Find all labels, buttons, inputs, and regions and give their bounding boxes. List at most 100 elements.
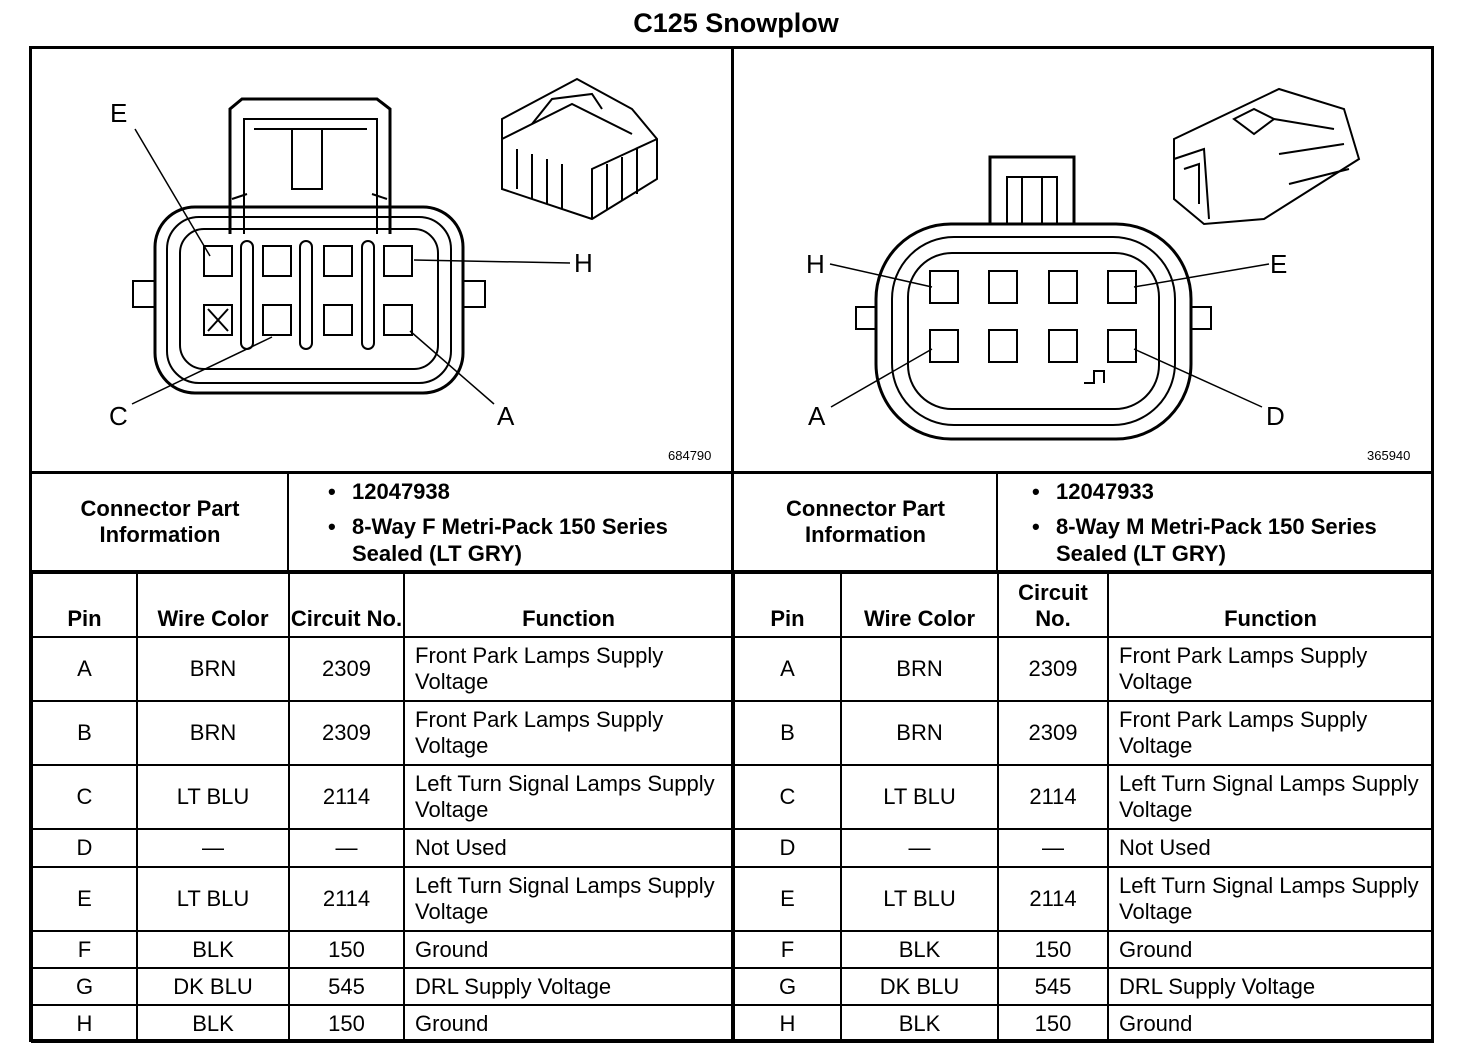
pin-cell: A bbox=[733, 636, 842, 702]
pin-cell: H bbox=[31, 1004, 138, 1043]
wire-cell: — bbox=[840, 828, 999, 868]
part-number-item: •12047938 bbox=[328, 479, 450, 504]
wire-cell: BRN bbox=[136, 700, 290, 766]
function-cell: Left Turn Signal Lamps Supply Voltage bbox=[403, 764, 734, 830]
description-item: •8-Way M Metri-Pack 150 Series Sealed (L… bbox=[1032, 513, 1427, 567]
callout-h: H bbox=[806, 249, 825, 279]
function-cell: Ground bbox=[1107, 1004, 1434, 1043]
connector-info-values: •12047933 •8-Way M Metri-Pack 150 Series… bbox=[1032, 478, 1427, 567]
function-cell: Left Turn Signal Lamps Supply Voltage bbox=[1107, 764, 1434, 830]
function-header: Function bbox=[1107, 572, 1434, 638]
table-header-row: Pin Wire Color Circuit No. Function bbox=[31, 572, 734, 638]
circuit-cell: 545 bbox=[288, 967, 405, 1006]
callout-a: A bbox=[808, 401, 826, 431]
pin-header: Pin bbox=[733, 572, 842, 638]
callout-a: A bbox=[497, 401, 515, 431]
callout-e: E bbox=[1270, 249, 1288, 279]
wire-cell: LT BLU bbox=[136, 764, 290, 830]
wire-cell: DK BLU bbox=[840, 967, 999, 1006]
left-connector-diagram bbox=[131, 77, 658, 405]
wire-cell: BLK bbox=[136, 930, 290, 969]
function-cell: Ground bbox=[1107, 930, 1434, 969]
circuit-cell: 2309 bbox=[997, 700, 1109, 766]
pin-cell: C bbox=[733, 764, 842, 830]
pin-cell: B bbox=[733, 700, 842, 766]
wire-cell: LT BLU bbox=[840, 866, 999, 932]
wire-cell: LT BLU bbox=[136, 866, 290, 932]
function-cell: Front Park Lamps Supply Voltage bbox=[403, 636, 734, 702]
part-number-item: •12047933 bbox=[1032, 479, 1154, 504]
circuit-cell: — bbox=[288, 828, 405, 868]
table-row: D——Not Used bbox=[31, 828, 734, 868]
center-divider bbox=[731, 49, 734, 1039]
connector-description: 8-Way M Metri-Pack 150 Series Sealed (LT… bbox=[1056, 514, 1377, 566]
function-cell: Not Used bbox=[1107, 828, 1434, 868]
wire-cell: BRN bbox=[840, 636, 999, 702]
info-bottom-rule bbox=[32, 570, 1431, 572]
wire-color-header: Wire Color bbox=[136, 572, 290, 638]
connector-info-label: Connector Part Information bbox=[786, 496, 945, 547]
function-cell: Not Used bbox=[403, 828, 734, 868]
function-cell: DRL Supply Voltage bbox=[403, 967, 734, 1006]
circuit-cell: 2309 bbox=[997, 636, 1109, 702]
circuit-cell: 150 bbox=[288, 930, 405, 969]
connector-description: 8-Way F Metri-Pack 150 Series Sealed (LT… bbox=[352, 514, 668, 566]
circuit-cell: — bbox=[997, 828, 1109, 868]
right-connector-3d-view bbox=[1173, 87, 1361, 226]
circuit-cell: 2114 bbox=[997, 764, 1109, 830]
pin-header: Pin bbox=[31, 572, 138, 638]
pin-cell: F bbox=[31, 930, 138, 969]
function-cell: Left Turn Signal Lamps Supply Voltage bbox=[403, 866, 734, 932]
table-row: D——Not Used bbox=[733, 828, 1434, 868]
function-cell: DRL Supply Voltage bbox=[1107, 967, 1434, 1006]
figure-bottom-rule bbox=[32, 471, 1431, 474]
wire-cell: BLK bbox=[840, 930, 999, 969]
pin-cell: G bbox=[31, 967, 138, 1006]
wire-color-header: Wire Color bbox=[840, 572, 999, 638]
connector-info-label: Connector Part Information bbox=[80, 496, 240, 547]
circuit-cell: 2114 bbox=[288, 764, 405, 830]
pin-cell: C bbox=[31, 764, 138, 830]
function-cell: Front Park Lamps Supply Voltage bbox=[403, 700, 734, 766]
circuit-cell: 150 bbox=[997, 930, 1109, 969]
function-cell: Left Turn Signal Lamps Supply Voltage bbox=[1107, 866, 1434, 932]
wire-cell: DK BLU bbox=[136, 967, 290, 1006]
pin-cell: F bbox=[733, 930, 842, 969]
pin-cell: B bbox=[31, 700, 138, 766]
circuit-no-header: Circuit No. bbox=[288, 572, 405, 638]
function-header: Function bbox=[403, 572, 734, 638]
table-header-row: Pin Wire Color Circuit No. Function bbox=[733, 572, 1434, 638]
pin-cell: D bbox=[733, 828, 842, 868]
right-connector-panel: H E A D 365940 bbox=[734, 49, 1431, 471]
figure-id: 365940 bbox=[1367, 448, 1411, 463]
callout-d: D bbox=[1266, 401, 1285, 431]
part-number: 12047933 bbox=[1056, 479, 1154, 504]
figure-id: 684790 bbox=[668, 448, 712, 463]
pin-cell: G bbox=[733, 967, 842, 1006]
function-cell: Front Park Lamps Supply Voltage bbox=[1107, 700, 1434, 766]
circuit-cell: 2114 bbox=[997, 866, 1109, 932]
description-item: •8-Way F Metri-Pack 150 Series Sealed (L… bbox=[328, 513, 723, 567]
pin-cell: D bbox=[31, 828, 138, 868]
circuit-cell: 150 bbox=[288, 1004, 405, 1043]
pin-cell: E bbox=[31, 866, 138, 932]
wire-cell: BLK bbox=[136, 1004, 290, 1043]
info-separator bbox=[996, 474, 998, 572]
right-connector-diagram bbox=[829, 87, 1361, 441]
left-connector-3d-view bbox=[501, 77, 658, 221]
wire-cell: — bbox=[136, 828, 290, 868]
circuit-cell: 150 bbox=[997, 1004, 1109, 1043]
